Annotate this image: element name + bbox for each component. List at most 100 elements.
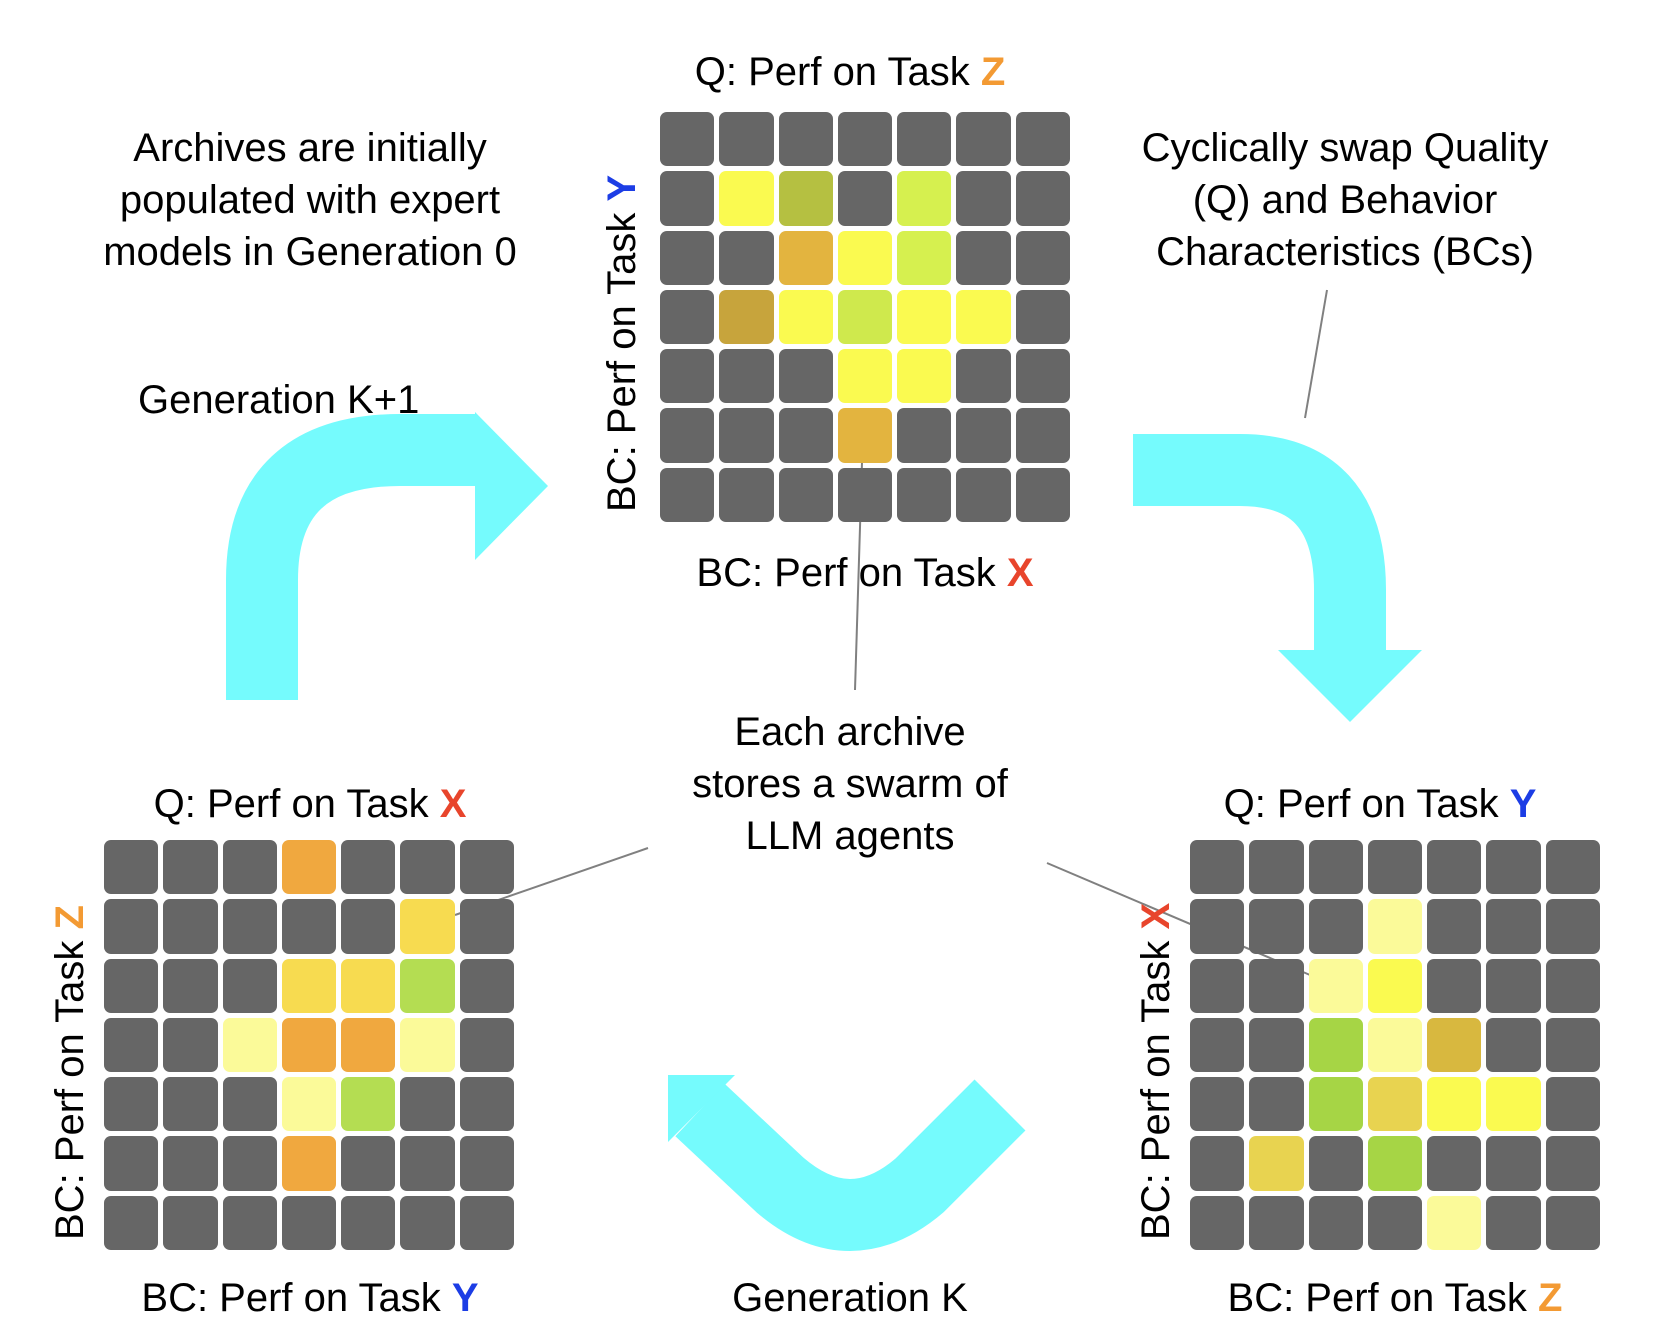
- archive-cell-agent: [837, 230, 893, 285]
- archive-cell-empty: [660, 408, 715, 463]
- bc-y-label-prefix: BC: Perf on Task: [1134, 929, 1178, 1240]
- note-line: stores a swarm of: [692, 762, 1008, 806]
- archive-cell-empty: [719, 230, 774, 285]
- archive-cell-agent: [837, 349, 893, 404]
- archive-cell-empty: [1427, 899, 1482, 954]
- archive-cell-agent: [897, 230, 952, 285]
- note-line: models in Generation 0: [103, 230, 517, 274]
- note-line: LLM agents: [745, 814, 955, 858]
- archive-cell-empty: [163, 1195, 218, 1250]
- archive-cell-empty: [400, 840, 455, 895]
- archive-cell-empty: [281, 1195, 337, 1250]
- task-y-marker: Y: [451, 1276, 479, 1320]
- archive-cell-agent: [719, 289, 774, 345]
- bc-y-label-prefix: BC: Perf on Task: [48, 929, 92, 1240]
- note-line: Archives are initially: [133, 126, 487, 170]
- left-archive-bc-x-label: BC: Perf on Task Y: [10, 1272, 610, 1324]
- archive-cell-empty: [1015, 112, 1070, 167]
- archive-cell-empty: [1015, 349, 1070, 404]
- archive-cell-empty: [837, 112, 893, 167]
- archive-cell-agent: [281, 1136, 337, 1191]
- archive-cell-agent: [222, 1017, 277, 1073]
- task-x-marker: X: [439, 782, 467, 826]
- archive-cell-empty: [1486, 1017, 1541, 1073]
- archive-cell-empty: [1308, 899, 1363, 954]
- top-archive-bc-y-label: BC: Perf on Task Y: [596, 175, 648, 512]
- archive-cell-empty: [837, 467, 893, 522]
- archive-cell-empty: [660, 171, 715, 226]
- archive-cell-empty: [459, 1077, 514, 1132]
- right-archive-grid: [1190, 840, 1600, 1250]
- archive-cell-empty: [104, 840, 159, 895]
- archive-cell-empty: [1249, 1017, 1304, 1073]
- archive-cell-empty: [778, 349, 833, 404]
- archive-cell-empty: [400, 1136, 455, 1191]
- task-y-marker: Y: [1509, 782, 1537, 826]
- archive-cell-empty: [1190, 1077, 1245, 1132]
- archive-cell-agent: [341, 958, 396, 1013]
- archive-cell-agent: [281, 1017, 337, 1073]
- archive-cell-agent: [1308, 1077, 1363, 1132]
- archive-cell-empty: [719, 112, 774, 167]
- archive-cell-empty: [1015, 289, 1070, 345]
- archive-cell-empty: [719, 349, 774, 404]
- archive-cell-empty: [1015, 408, 1070, 463]
- note-line: Characteristics (BCs): [1156, 230, 1534, 274]
- archive-cell-empty: [1486, 899, 1541, 954]
- archive-cell-empty: [1486, 1136, 1541, 1191]
- archive-cell-agent: [1367, 958, 1423, 1013]
- archive-cell-empty: [1308, 1136, 1363, 1191]
- right-archive-bc-y-label: BC: Perf on Task X: [1130, 903, 1182, 1240]
- archive-cell-agent: [400, 899, 455, 954]
- archive-cell-agent: [778, 230, 833, 285]
- archive-cell-empty: [837, 171, 893, 226]
- arrow-head-bottom: [668, 1075, 735, 1142]
- archive-cell-empty: [897, 467, 952, 522]
- archive-cell-empty: [660, 289, 715, 345]
- archive-cell-agent: [1308, 958, 1363, 1013]
- archive-cell-agent: [1308, 1017, 1363, 1073]
- note-line: Each archive: [734, 710, 966, 754]
- note-line: populated with expert: [119, 178, 501, 222]
- q-label-prefix: Q: Perf on Task: [694, 50, 981, 94]
- top-archive-bc-x-label: BC: Perf on Task X: [565, 547, 1165, 599]
- archive-cell-agent: [400, 958, 455, 1013]
- generation-current-label: Generation K: [732, 1276, 968, 1320]
- bc-x-label-prefix: BC: Perf on Task: [696, 551, 1007, 595]
- archive-cell-empty: [778, 467, 833, 522]
- archive-cell-agent: [1427, 1077, 1482, 1132]
- archive-cell-agent: [837, 408, 893, 463]
- right-archive-bc-x-label: BC: Perf on Task Z: [1095, 1272, 1654, 1324]
- bc-x-label-prefix: BC: Perf on Task: [1227, 1276, 1539, 1320]
- left-archive-grid: [104, 840, 514, 1250]
- task-y-marker: Y: [600, 174, 644, 202]
- note-line: Cyclically swap Quality: [1141, 126, 1549, 170]
- archive-cell-empty: [281, 899, 337, 954]
- leader-line-swarm-right: [1046, 862, 1311, 976]
- task-x-marker: X: [1006, 551, 1034, 595]
- archive-cell-empty: [1190, 1195, 1245, 1250]
- archive-cell-empty: [1545, 899, 1600, 954]
- archive-cell-agent: [1367, 1136, 1423, 1191]
- archive-cell-empty: [163, 1017, 218, 1073]
- archive-cell-agent: [400, 1017, 455, 1073]
- archive-cell-empty: [1190, 840, 1245, 895]
- archive-cell-agent: [1427, 1195, 1482, 1250]
- archive-cell-empty: [1308, 840, 1363, 895]
- archive-cell-empty: [1015, 230, 1070, 285]
- archive-cell-empty: [956, 349, 1011, 404]
- task-x-marker: X: [1134, 902, 1178, 930]
- archive-cell-empty: [719, 467, 774, 522]
- archive-cell-empty: [660, 349, 715, 404]
- archive-cell-empty: [1427, 1136, 1482, 1191]
- archive-cell-agent: [897, 289, 952, 345]
- archive-cell-agent: [897, 171, 952, 226]
- archive-cell-empty: [1249, 899, 1304, 954]
- arrow-to-left-archive: [675, 1079, 1026, 1251]
- archive-cell-empty: [1545, 958, 1600, 1013]
- archive-cell-empty: [163, 958, 218, 1013]
- archive-cell-empty: [956, 467, 1011, 522]
- task-z-marker: Z: [48, 905, 92, 930]
- archive-cell-empty: [1427, 840, 1482, 895]
- archive-cell-empty: [1190, 958, 1245, 1013]
